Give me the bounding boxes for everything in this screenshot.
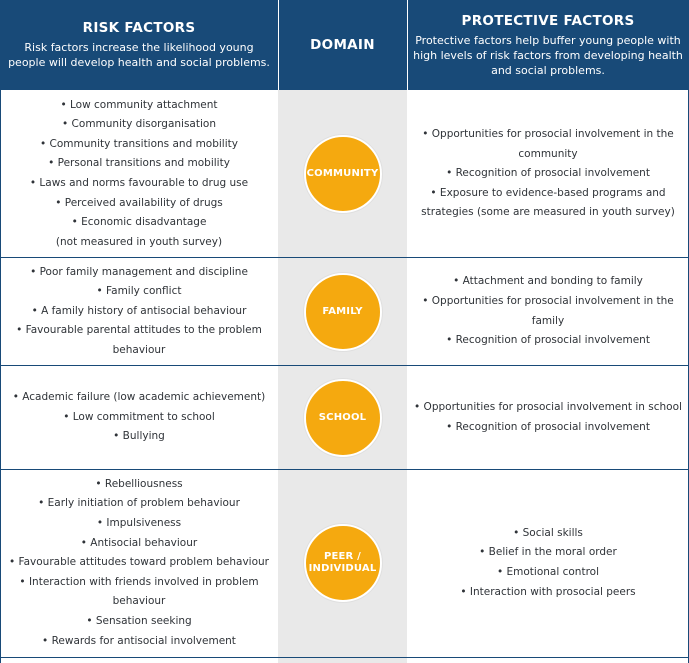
row-divider <box>0 257 689 258</box>
protective-factors-cell: • Opportunities for prosocial involvemen… <box>407 366 689 469</box>
protective-factors-cell: • Opportunities for prosocial involvemen… <box>407 91 689 257</box>
domain-badge-peer-individual: PEER / INDIVIDUAL <box>303 524 382 602</box>
protective-factor-item: • Attachment and bonding to family <box>453 275 643 288</box>
risk-factors-header: RISK FACTORS Risk factors increase the l… <box>0 0 278 90</box>
domain-badge-community: COMMUNITY <box>303 135 382 213</box>
risk-factor-item: • Laws and norms favourable to drug use <box>29 177 249 189</box>
table-row-peer-individual: • Rebelliousness • Early initiation of p… <box>0 470 689 656</box>
risk-factor-item: behaviour <box>112 595 166 608</box>
protective-factor-item: • Interaction with prosocial peers <box>460 585 636 598</box>
domain-label: SCHOOL <box>318 411 367 423</box>
risk-factor-item: • Perceived availability of drugs <box>55 196 223 209</box>
table-border-left <box>0 0 1 663</box>
table-row-school: • Academic failure (low academic achieve… <box>0 366 689 469</box>
risk-factor-item: • Antisocial behaviour <box>80 536 198 549</box>
protective-factor-item: • Opportunities for prosocial involvemen… <box>422 128 674 141</box>
risk-factor-item: • Family conflict <box>96 285 182 298</box>
domain-badge-family: FAMILY <box>303 272 382 351</box>
protective-factor-item: strategies (some are measured in youth s… <box>421 206 675 219</box>
risk-factor-item: • Community disorganisation <box>62 118 216 131</box>
risk-factor-item: • Impulsiveness <box>96 517 182 530</box>
risk-factors-cell: • Poor family management and discipline … <box>0 258 278 365</box>
domain-title: DOMAIN <box>310 37 375 53</box>
domain-label-line: PEER / <box>323 551 361 562</box>
domain-label: COMMUNITY <box>306 168 379 179</box>
protective-factor-item: • Belief in the moral order <box>479 546 617 559</box>
risk-factor-item: • Academic failure (low academic achieve… <box>12 391 266 404</box>
domain-badge-school: SCHOOL <box>303 378 382 457</box>
protective-factors-title: PROTECTIVE FACTORS <box>461 12 635 29</box>
table-row-community: • Low community attachment • Community d… <box>0 91 689 257</box>
protective-factors-description: Protective factors help buffer young peo… <box>413 33 683 77</box>
domain-label: PEER / INDIVIDUAL <box>309 551 377 575</box>
protective-factor-item: • Exposure to evidence-based programs an… <box>430 186 666 199</box>
risk-factor-item: • Favourable parental attitudes to the p… <box>16 324 262 337</box>
protective-factors-cell: • Social skills • Belief in the moral or… <box>407 470 689 656</box>
risk-factors-cell: • Academic failure (low academic achieve… <box>0 366 278 469</box>
risk-factor-item: behaviour <box>112 343 166 356</box>
risk-factor-item: • A family history of antisocial behavio… <box>31 304 247 317</box>
table-row-family: • Poor family management and discipline … <box>0 258 689 365</box>
protective-factor-item: • Opportunities for prosocial involvemen… <box>422 294 674 307</box>
risk-factors-description: Risk factors increase the likelihood you… <box>8 41 270 69</box>
risk-factor-item: • Early initiation of problem behaviour <box>38 497 240 510</box>
row-divider <box>0 657 689 658</box>
domain-cell: PEER / INDIVIDUAL <box>278 470 407 656</box>
risk-factor-item: • Low community attachment <box>60 98 218 111</box>
domain-label: FAMILY <box>322 305 363 317</box>
protective-factor-item: family <box>531 314 565 327</box>
protective-factor-item: • Opportunities for prosocial involvemen… <box>414 400 682 413</box>
risk-factor-item: • Sensation seeking <box>86 614 192 627</box>
risk-factor-item: • Poor family management and discipline <box>30 265 248 278</box>
risk-factor-item: • Bullying <box>113 430 165 443</box>
domain-header: DOMAIN <box>278 0 407 90</box>
risk-factor-item: • Community transitions and mobility <box>40 137 238 150</box>
risk-factors-cell: • Rebelliousness • Early initiation of p… <box>0 470 278 656</box>
risk-factors-title: RISK FACTORS <box>82 20 196 36</box>
risk-factor-item: • Personal transitions and mobility <box>48 157 230 170</box>
header-separator <box>407 0 408 90</box>
protective-factor-item: • Emotional control <box>496 566 600 578</box>
protective-factor-item: • Recognition of prosocial involvement <box>446 420 650 433</box>
protective-factor-item: • Social skills <box>513 526 583 539</box>
row-divider <box>0 365 689 366</box>
protective-factor-item: • Recognition of prosocial involvement <box>446 167 650 180</box>
risk-factor-item: • Rewards for antisocial involvement <box>42 634 236 647</box>
risk-factors-cell: • Low community attachment • Community d… <box>0 91 278 257</box>
header-separator <box>278 0 279 90</box>
protective-factors-header: PROTECTIVE FACTORS Protective factors he… <box>407 0 689 90</box>
risk-factor-item: • Rebelliousness <box>95 477 183 490</box>
risk-factor-item: • Economic disadvantage <box>71 216 207 229</box>
table-header: RISK FACTORS Risk factors increase the l… <box>0 0 689 90</box>
risk-factor-item: (not measured in youth survey) <box>55 235 223 248</box>
row-divider <box>0 469 689 470</box>
domain-cell: COMMUNITY <box>278 91 407 257</box>
domain-cell: FAMILY <box>278 258 407 365</box>
risk-factor-item: • Interaction with friends involved in p… <box>19 575 259 588</box>
protective-factors-cell: • Attachment and bonding to family • Opp… <box>407 258 689 365</box>
risk-factor-item: • Favourable attitudes toward problem be… <box>9 556 269 569</box>
domain-label-line: INDIVIDUAL <box>308 563 377 574</box>
domain-cell: SCHOOL <box>278 366 407 469</box>
protective-factor-item: community <box>518 147 578 160</box>
risk-factor-item: • Low commitment to school <box>63 410 215 423</box>
protective-factor-item: • Recognition of prosocial involvement <box>446 334 650 347</box>
